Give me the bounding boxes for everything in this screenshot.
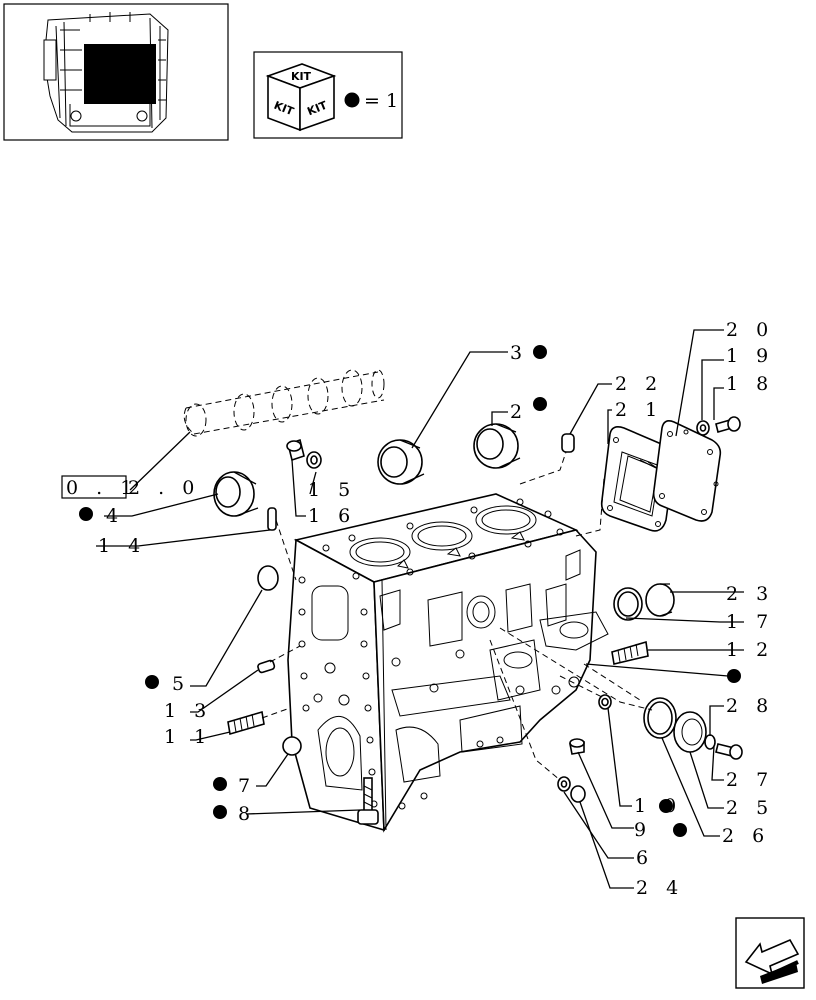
plug-24 bbox=[570, 785, 586, 803]
plug-7 bbox=[282, 736, 302, 756]
kit-dot-2 bbox=[533, 397, 547, 411]
head-bolt-holes bbox=[322, 498, 564, 580]
kit-equals-label: = 1 bbox=[364, 90, 398, 112]
kit-dot-icon bbox=[344, 92, 360, 108]
stud-11 bbox=[227, 710, 265, 736]
kit-dot-9 bbox=[673, 823, 687, 837]
kit-cube-icon: KIT KIT KIT bbox=[265, 62, 337, 132]
kit-dot-3 bbox=[533, 345, 547, 359]
callout-21: 2 1 bbox=[615, 399, 663, 421]
callout-11: 1 1 bbox=[164, 726, 212, 748]
camshaft bbox=[183, 369, 385, 437]
washer-6 bbox=[557, 776, 571, 792]
reference-code[interactable]: 0 . 1 2 . 0 bbox=[61, 475, 200, 499]
plug-9 bbox=[569, 738, 585, 755]
callout-7: 7 bbox=[238, 775, 256, 797]
callout-2: 2 bbox=[510, 401, 528, 423]
callout-3: 3 bbox=[510, 342, 528, 364]
seal-26 bbox=[643, 697, 677, 739]
callout-28: 2 8 bbox=[726, 695, 774, 717]
reference-code-box bbox=[61, 475, 127, 499]
bearing-bush-4 bbox=[213, 471, 259, 517]
reference-code-boxed: 0 . 1 bbox=[66, 477, 138, 499]
callout-25: 2 5 bbox=[726, 797, 774, 819]
washer-19 bbox=[696, 420, 710, 436]
back-arrow-icon[interactable] bbox=[735, 917, 805, 989]
callout-8: 8 bbox=[238, 803, 256, 825]
callout-18: 1 8 bbox=[726, 373, 774, 395]
kit-dot-4 bbox=[79, 507, 93, 521]
callout-9: 9 bbox=[634, 819, 652, 841]
front-face-holes bbox=[298, 576, 378, 808]
gasket-21 bbox=[600, 426, 676, 532]
callout-27: 2 7 bbox=[726, 769, 774, 791]
engine-block bbox=[287, 493, 609, 833]
stud-12 bbox=[611, 640, 649, 665]
cover-25 bbox=[673, 711, 707, 753]
callout-4: 4 bbox=[106, 505, 124, 527]
callout-5: 5 bbox=[172, 673, 190, 695]
callout-23: 2 3 bbox=[726, 583, 774, 605]
callout-20: 2 0 bbox=[726, 319, 774, 341]
callout-10: 1 0 bbox=[634, 795, 682, 817]
callout-16: 1 6 bbox=[308, 505, 356, 527]
kit-cube-top-label: KIT bbox=[291, 70, 312, 83]
kit-dot-unlabeled bbox=[727, 669, 741, 683]
kit-dot-8 bbox=[213, 805, 227, 819]
reference-code-rest: 2 . 0 bbox=[128, 477, 200, 499]
callout-19: 1 9 bbox=[726, 345, 774, 367]
callout-6: 6 bbox=[636, 847, 654, 869]
bearing-bush-3 bbox=[377, 439, 425, 485]
callout-15: 1 5 bbox=[308, 479, 356, 501]
engine-thumbnail-drawing bbox=[43, 12, 169, 133]
bolt-8 bbox=[357, 777, 379, 825]
plug-10 bbox=[598, 694, 612, 710]
cover-plate-20 bbox=[652, 420, 722, 522]
bearing-bush-2 bbox=[473, 423, 521, 469]
engine-thumbnail[interactable] bbox=[3, 3, 229, 141]
screw-18 bbox=[715, 416, 741, 433]
callout-24: 2 4 bbox=[636, 877, 684, 899]
callout-13: 1 3 bbox=[164, 700, 212, 722]
callout-12: 1 2 bbox=[726, 639, 774, 661]
kit-dot-5 bbox=[145, 675, 159, 689]
plug-15-16 bbox=[286, 438, 322, 469]
kit-legend: KIT KIT KIT = 1 bbox=[253, 51, 403, 139]
cap-23 bbox=[645, 583, 675, 617]
seal-ring-17 bbox=[613, 587, 643, 621]
callout-labels: 3 2 2 2 2 1 2 0 1 9 1 8 1 5 1 6 4 1 4 2 … bbox=[98, 319, 774, 899]
dowel-pin-14 bbox=[267, 507, 277, 531]
kit-dot-10 bbox=[659, 799, 673, 813]
callout-26: 2 6 bbox=[722, 825, 770, 847]
kit-dot-7 bbox=[213, 777, 227, 791]
leader-lines bbox=[96, 329, 744, 889]
callout-17: 1 7 bbox=[726, 611, 774, 633]
kit-dots bbox=[79, 345, 741, 837]
screw-27 bbox=[715, 743, 743, 760]
side-face-details bbox=[379, 549, 609, 831]
alignment-lines bbox=[261, 451, 653, 781]
dowel-13 bbox=[257, 659, 276, 674]
dowel-22 bbox=[561, 433, 575, 453]
callout-14: 1 4 bbox=[98, 535, 146, 557]
plug-5 bbox=[257, 565, 279, 591]
callout-22: 2 2 bbox=[615, 373, 663, 395]
